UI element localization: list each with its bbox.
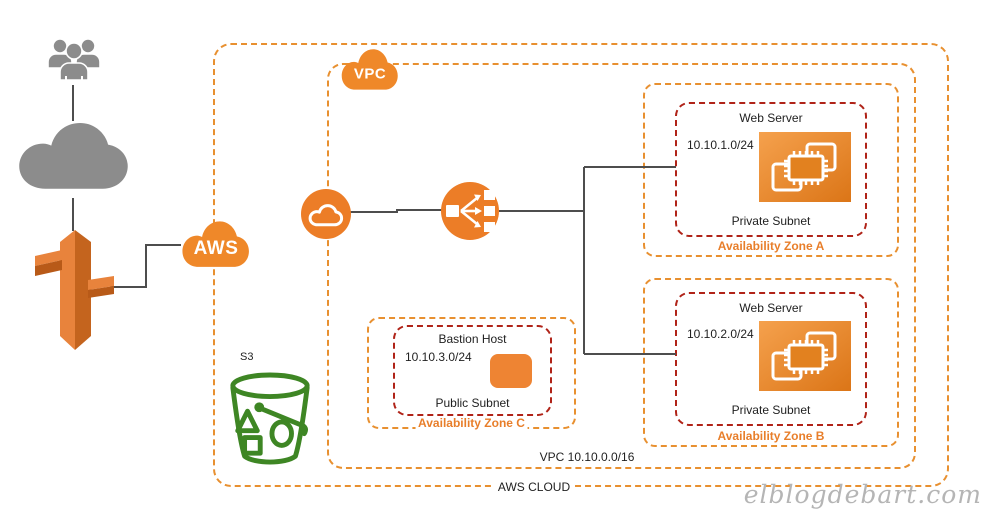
users-icon (46, 36, 102, 86)
subnet-a-box: Web Server 10.10.1.0/24 (675, 102, 867, 237)
availability-zone-a: Web Server 10.10.1.0/24 (643, 83, 899, 257)
direct-connect-icon (30, 226, 120, 352)
zone-b-resource-label: Web Server (739, 301, 803, 315)
vpc-badge-label: VPC (353, 65, 387, 83)
zone-a-subnet-label: Private Subnet (731, 214, 811, 228)
zone-a-cidr: 10.10.1.0/24 (687, 138, 754, 152)
availability-zone-c: Bastion Host 10.10.3.0/24 Public Subnet … (367, 317, 576, 430)
zone-c-label: Availability Zone C (415, 416, 528, 430)
vpc-cloud-icon: VPC (338, 48, 402, 96)
aws-badge-label: AWS (193, 238, 239, 260)
availability-zone-b: Web Server 10.10.2.0/24 (643, 278, 899, 447)
subnet-b-box: Web Server 10.10.2.0/24 (675, 292, 867, 426)
internet-gateway-icon (300, 188, 352, 240)
bastion-host-icon (490, 354, 532, 388)
zone-b-subnet-label: Private Subnet (731, 403, 811, 417)
subnet-c-box: Bastion Host 10.10.3.0/24 Public Subnet (393, 325, 552, 416)
aws-cloud-icon: AWS (178, 220, 254, 274)
ec2-instances-icon (759, 132, 851, 202)
zone-c-subnet-label: Public Subnet (435, 396, 510, 410)
vpc-cidr-label: VPC 10.10.0.0/16 (539, 450, 635, 464)
vpc-container: VPC VPC 10.10.0.0/16 (327, 49, 916, 469)
zone-b-label: Availability Zone B (714, 429, 828, 443)
elastic-load-balancer-icon (440, 181, 500, 241)
s3-label: S3 (240, 351, 254, 363)
aws-cloud-container-label: AWS CLOUD (493, 480, 575, 494)
s3-bucket-icon (226, 370, 314, 468)
zone-c-cidr: 10.10.3.0/24 (405, 350, 472, 364)
zone-c-resource-label: Bastion Host (438, 332, 507, 346)
ec2-instances-icon (759, 321, 851, 391)
zone-a-label: Availability Zone A (714, 239, 828, 253)
zone-b-cidr: 10.10.2.0/24 (687, 327, 754, 341)
zone-a-resource-label: Web Server (739, 111, 803, 125)
watermark: elblogdebart.com (743, 480, 982, 509)
internet-cloud-icon (12, 121, 136, 199)
